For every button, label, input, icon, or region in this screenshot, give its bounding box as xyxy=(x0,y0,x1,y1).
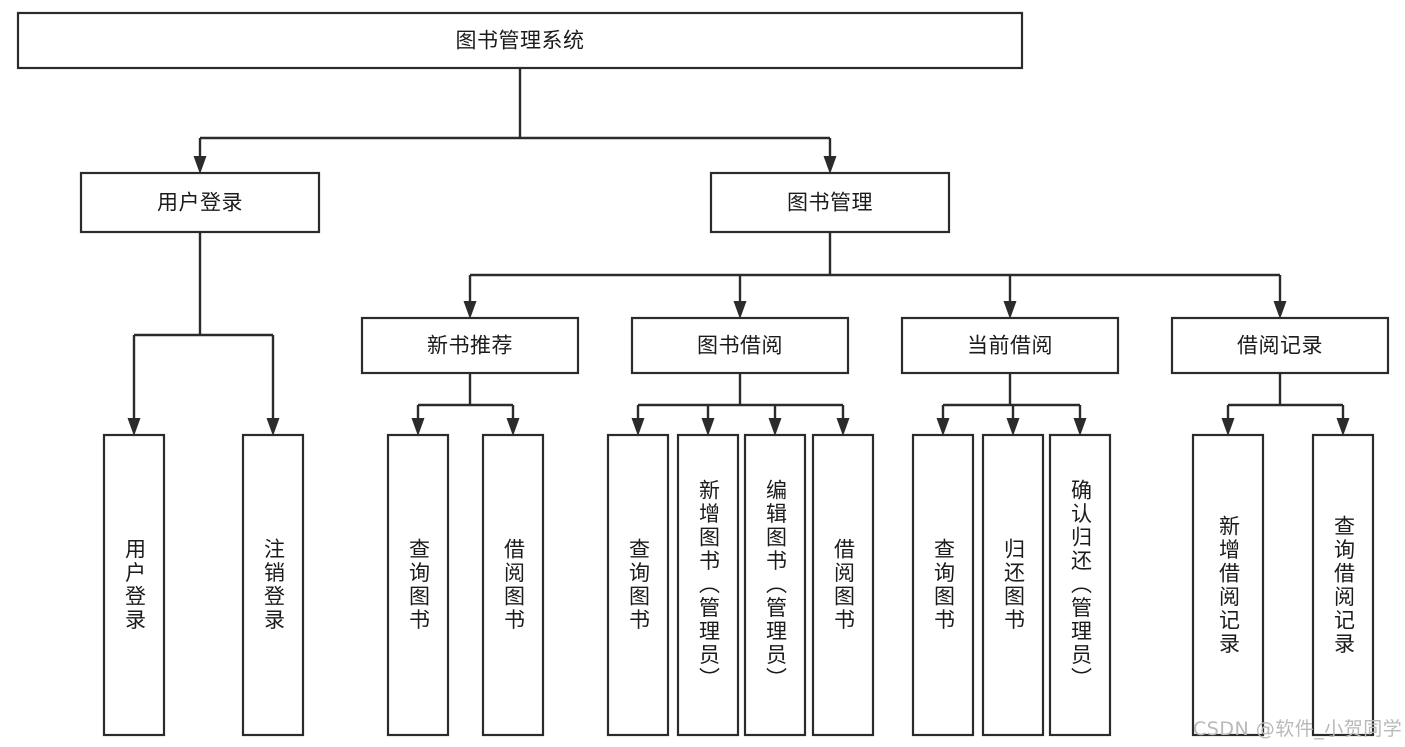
node-records[interactable]: 借阅记录 xyxy=(1170,316,1390,375)
node-box-leaf-bo-edit[interactable] xyxy=(743,433,807,737)
node-borrow[interactable]: 图书借阅 xyxy=(630,316,850,375)
node-leaf-nb-query[interactable] xyxy=(386,433,450,737)
arrowhead-leaf-bo-edit xyxy=(768,418,782,436)
node-box-leaf-cu-return[interactable] xyxy=(981,433,1045,737)
node-box-current[interactable] xyxy=(900,316,1120,375)
node-box-leaf-nb-borrow[interactable] xyxy=(481,433,545,737)
node-leaf-bo-edit[interactable] xyxy=(743,433,807,737)
node-label-login: 用户登录 xyxy=(157,191,243,215)
node-leaf-user-login[interactable] xyxy=(102,433,166,737)
node-box-login[interactable] xyxy=(79,171,321,234)
node-leaf-bo-lend[interactable] xyxy=(811,433,875,737)
node-box-newbook[interactable] xyxy=(360,316,580,375)
node-box-leaf-bo-lend[interactable] xyxy=(811,433,875,737)
node-label-borrow: 图书借阅 xyxy=(697,334,783,358)
node-bookmgmt[interactable]: 图书管理 xyxy=(709,171,951,234)
node-login[interactable]: 用户登录 xyxy=(79,171,321,234)
node-leaf-cu-query[interactable] xyxy=(911,433,975,737)
arrowhead-records xyxy=(1273,301,1287,319)
node-leaf-user-logout[interactable] xyxy=(241,433,305,737)
node-box-borrow[interactable] xyxy=(630,316,850,375)
arrowhead-leaf-bo-query xyxy=(631,418,645,436)
arrowhead-leaf-cu-confirm xyxy=(1073,418,1087,436)
node-label-records: 借阅记录 xyxy=(1237,334,1323,358)
arrowhead-leaf-bo-add xyxy=(701,418,715,436)
node-leaf-cu-return[interactable] xyxy=(981,433,1045,737)
node-leaf-cu-confirm[interactable] xyxy=(1048,433,1112,737)
node-root[interactable]: 图书管理系统 xyxy=(16,11,1024,70)
arrowhead-leaf-cu-query xyxy=(936,418,950,436)
arrowhead-login xyxy=(193,156,207,174)
edges-layer xyxy=(127,68,1350,436)
node-leaf-re-add[interactable] xyxy=(1191,433,1265,737)
node-label-current: 当前借阅 xyxy=(967,334,1053,358)
node-newbook[interactable]: 新书推荐 xyxy=(360,316,580,375)
arrowhead-leaf-nb-borrow xyxy=(506,418,520,436)
arrowhead-leaf-user-logout xyxy=(266,418,280,436)
arrowhead-leaf-nb-query xyxy=(411,418,425,436)
node-current[interactable]: 当前借阅 xyxy=(900,316,1120,375)
arrowhead-leaf-bo-lend xyxy=(836,418,850,436)
node-label-newbook: 新书推荐 xyxy=(427,334,513,358)
arrowhead-borrow xyxy=(733,301,747,319)
csdn-watermark: CSDN @软件_小贺同学 xyxy=(1193,718,1403,740)
node-box-leaf-user-login[interactable] xyxy=(102,433,166,737)
node-box-leaf-cu-query[interactable] xyxy=(911,433,975,737)
node-box-leaf-cu-confirm[interactable] xyxy=(1048,433,1112,737)
node-box-root[interactable] xyxy=(16,11,1024,70)
node-label-bookmgmt: 图书管理 xyxy=(787,191,873,215)
node-box-records[interactable] xyxy=(1170,316,1390,375)
node-box-leaf-nb-query[interactable] xyxy=(386,433,450,737)
arrowhead-bookmgmt xyxy=(823,156,837,174)
node-box-leaf-re-query[interactable] xyxy=(1311,433,1375,737)
arrowhead-newbook xyxy=(463,301,477,319)
node-box-leaf-user-logout[interactable] xyxy=(241,433,305,737)
node-box-bookmgmt[interactable] xyxy=(709,171,951,234)
arrowhead-current xyxy=(1003,301,1017,319)
arrowhead-leaf-re-query xyxy=(1336,418,1350,436)
node-leaf-re-query[interactable] xyxy=(1311,433,1375,737)
node-box-leaf-re-add[interactable] xyxy=(1191,433,1265,737)
node-leaf-nb-borrow[interactable] xyxy=(481,433,545,737)
arrowhead-leaf-user-login xyxy=(127,418,141,436)
node-leaf-bo-query[interactable] xyxy=(606,433,670,737)
node-label-root: 图书管理系统 xyxy=(456,29,585,53)
node-box-leaf-bo-add[interactable] xyxy=(676,433,740,737)
arrowhead-leaf-cu-return xyxy=(1006,418,1020,436)
node-box-leaf-bo-query[interactable] xyxy=(606,433,670,737)
node-leaf-bo-add[interactable] xyxy=(676,433,740,737)
arrowhead-leaf-re-add xyxy=(1221,418,1235,436)
